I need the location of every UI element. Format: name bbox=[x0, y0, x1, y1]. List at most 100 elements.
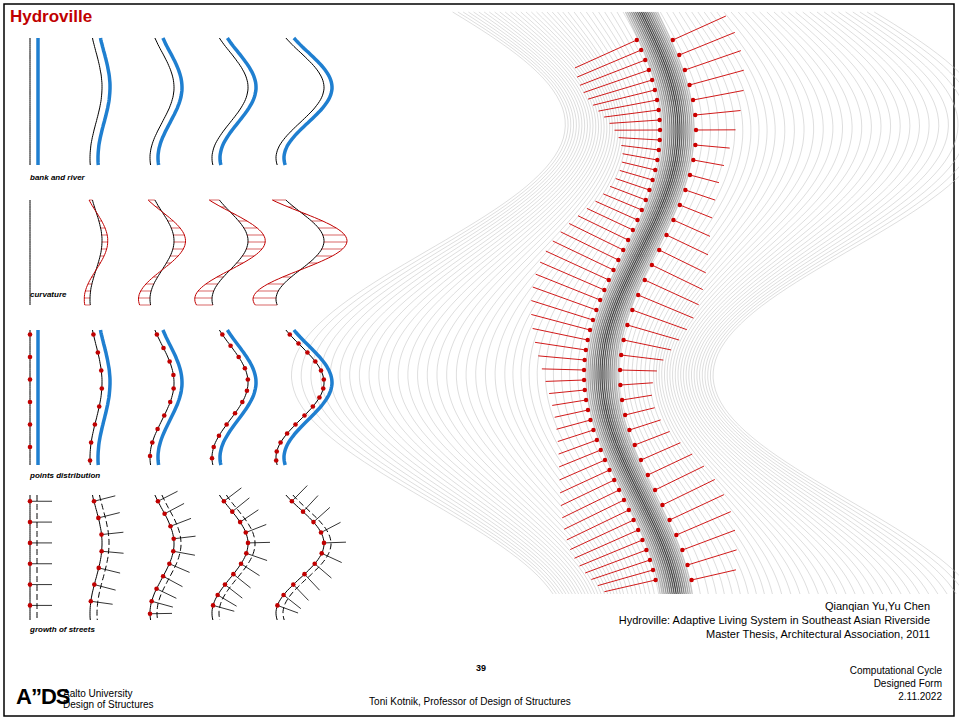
stroke bbox=[693, 160, 724, 166]
diagram-grid bbox=[28, 38, 347, 620]
stroke bbox=[150, 613, 172, 614]
stroke bbox=[244, 228, 257, 229]
point bbox=[281, 593, 286, 598]
point bbox=[633, 443, 637, 447]
stroke bbox=[562, 490, 619, 518]
stroke bbox=[585, 550, 646, 573]
stroke bbox=[206, 284, 218, 285]
point bbox=[285, 431, 290, 436]
point bbox=[296, 341, 301, 346]
point bbox=[657, 118, 661, 122]
point bbox=[667, 518, 671, 522]
stroke bbox=[652, 265, 703, 290]
stroke bbox=[90, 330, 102, 465]
stroke bbox=[272, 200, 286, 201]
point bbox=[607, 468, 611, 472]
point bbox=[211, 603, 216, 608]
point bbox=[319, 551, 324, 556]
stroke bbox=[549, 390, 585, 394]
stroke bbox=[567, 510, 629, 540]
point bbox=[656, 108, 660, 112]
point bbox=[644, 198, 648, 202]
stroke bbox=[85, 305, 90, 306]
point bbox=[691, 158, 695, 162]
point bbox=[650, 263, 654, 267]
row-label: bank and river bbox=[30, 173, 85, 182]
point bbox=[150, 440, 155, 445]
point bbox=[582, 368, 586, 372]
stroke bbox=[641, 443, 680, 460]
stroke bbox=[233, 574, 250, 588]
stroke bbox=[604, 110, 659, 117]
point bbox=[311, 404, 316, 409]
point bbox=[236, 355, 241, 360]
stroke bbox=[219, 495, 255, 620]
stroke bbox=[694, 12, 919, 594]
stroke bbox=[695, 145, 729, 148]
point bbox=[96, 350, 101, 355]
river-line bbox=[98, 330, 110, 465]
point bbox=[617, 488, 621, 492]
stroke bbox=[713, 12, 959, 594]
river-line bbox=[36, 330, 40, 465]
stroke bbox=[283, 495, 331, 620]
stroke bbox=[98, 513, 119, 518]
stroke bbox=[303, 214, 306, 215]
stroke bbox=[242, 256, 254, 257]
stroke bbox=[173, 235, 184, 236]
point bbox=[647, 188, 651, 192]
stroke bbox=[248, 542, 270, 544]
point bbox=[240, 400, 245, 405]
stroke bbox=[152, 601, 173, 607]
point bbox=[313, 359, 318, 364]
stroke bbox=[209, 200, 219, 201]
point bbox=[224, 422, 229, 427]
stroke bbox=[654, 12, 776, 594]
point bbox=[602, 288, 606, 292]
point bbox=[598, 298, 602, 302]
stroke bbox=[316, 256, 332, 257]
stroke bbox=[102, 532, 124, 534]
stroke bbox=[139, 298, 150, 299]
stroke bbox=[614, 12, 690, 594]
stroke bbox=[557, 420, 591, 429]
stroke bbox=[284, 595, 301, 609]
stroke bbox=[632, 310, 687, 330]
stroke bbox=[171, 228, 180, 229]
point bbox=[640, 208, 644, 212]
point bbox=[591, 428, 595, 432]
point bbox=[171, 549, 176, 554]
stroke bbox=[102, 235, 107, 236]
point bbox=[217, 433, 222, 438]
stroke bbox=[84, 298, 90, 299]
stroke bbox=[679, 32, 735, 55]
point bbox=[683, 188, 687, 192]
stroke bbox=[710, 12, 959, 594]
stroke bbox=[558, 430, 594, 442]
stroke bbox=[163, 576, 182, 586]
stroke bbox=[102, 551, 124, 553]
stroke bbox=[683, 12, 881, 594]
point bbox=[636, 528, 640, 532]
point bbox=[582, 378, 586, 382]
point bbox=[28, 400, 33, 405]
point bbox=[627, 428, 631, 432]
stroke bbox=[692, 570, 736, 580]
stroke bbox=[627, 325, 679, 340]
stroke bbox=[195, 200, 265, 305]
stroke bbox=[620, 370, 657, 372]
stroke bbox=[101, 249, 106, 250]
point bbox=[97, 404, 102, 409]
point bbox=[28, 355, 33, 360]
stroke bbox=[705, 12, 958, 594]
stroke bbox=[99, 221, 102, 222]
point bbox=[28, 582, 33, 587]
stroke bbox=[101, 228, 105, 229]
stroke bbox=[619, 138, 660, 140]
point bbox=[653, 88, 657, 92]
stroke bbox=[675, 12, 852, 594]
point bbox=[655, 158, 659, 162]
river-line bbox=[98, 38, 110, 165]
stroke bbox=[164, 214, 165, 215]
